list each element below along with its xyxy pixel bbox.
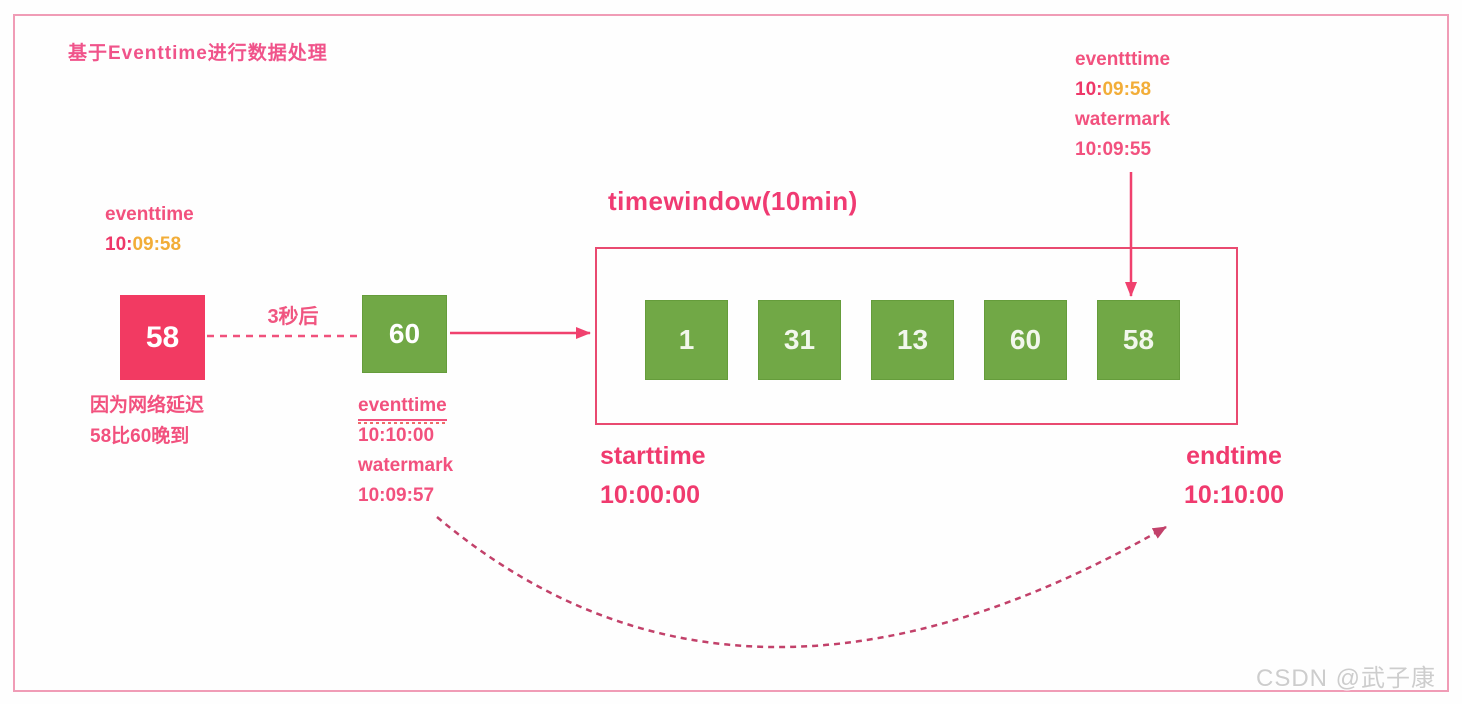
time-suffix: 09:58: [1102, 79, 1152, 100]
late-eventtime-value: 10:09:58: [105, 230, 194, 260]
diagram-frame: [13, 14, 1449, 692]
late-arrival-annotation: eventttime 10:09:58 watermark 10:09:55: [1075, 45, 1170, 165]
window-item-13: 13: [871, 300, 954, 380]
event-60-annotation: eventtime 10:10:00 watermark 10:09:57: [358, 391, 453, 511]
watermark-value: 10:09:57: [358, 485, 435, 506]
note-line-1: 因为网络延迟: [90, 395, 205, 416]
event-box-60: 60: [362, 295, 447, 373]
time-prefix: 10:: [1075, 79, 1103, 100]
late-eventtime-label: eventtime: [105, 204, 194, 225]
diagram-title: 基于Eventtime进行数据处理: [68, 43, 328, 64]
note-line-2: 58比60晚到: [90, 426, 190, 447]
window-item-58: 58: [1097, 300, 1180, 380]
starttime-block: starttime 10:00:00: [600, 437, 706, 515]
arrival-eventtime-label: eventttime: [1075, 49, 1171, 70]
arrival-watermark-value: 10:09:55: [1075, 139, 1152, 160]
arrival-eventtime-value: 10:09:58: [1075, 75, 1170, 105]
window-item-1: 1: [645, 300, 728, 380]
arrival-watermark-label: watermark: [1075, 109, 1171, 130]
window-item-31: 31: [758, 300, 841, 380]
timewindow-title: timewindow(10min): [608, 186, 858, 216]
endtime-label: endtime: [1186, 442, 1282, 470]
time-suffix: 09:58: [132, 234, 182, 255]
time-prefix: 10:: [105, 234, 133, 255]
eventtime-underlined: eventtime: [358, 395, 447, 424]
late-event-box-58: 58: [120, 295, 205, 380]
network-delay-note: 因为网络延迟 58比60晚到: [90, 390, 204, 452]
csdn-credit-watermark: CSDN @武子康: [1256, 665, 1437, 692]
timewindow-box: [595, 247, 1238, 425]
eventtime-label: eventtime: [358, 391, 453, 424]
endtime-block: endtime 10:10:00: [1172, 437, 1296, 515]
starttime-value: 10:00:00: [600, 481, 701, 509]
eventtime-value: 10:10:00: [358, 425, 435, 446]
late-event-annotation: eventtime 10:09:58: [105, 200, 194, 260]
window-item-60: 60: [984, 300, 1067, 380]
watermark-label: watermark: [358, 455, 454, 476]
delay-3s-label: 3秒后: [267, 306, 319, 328]
endtime-value: 10:10:00: [1183, 481, 1285, 509]
starttime-label: starttime: [600, 442, 706, 470]
